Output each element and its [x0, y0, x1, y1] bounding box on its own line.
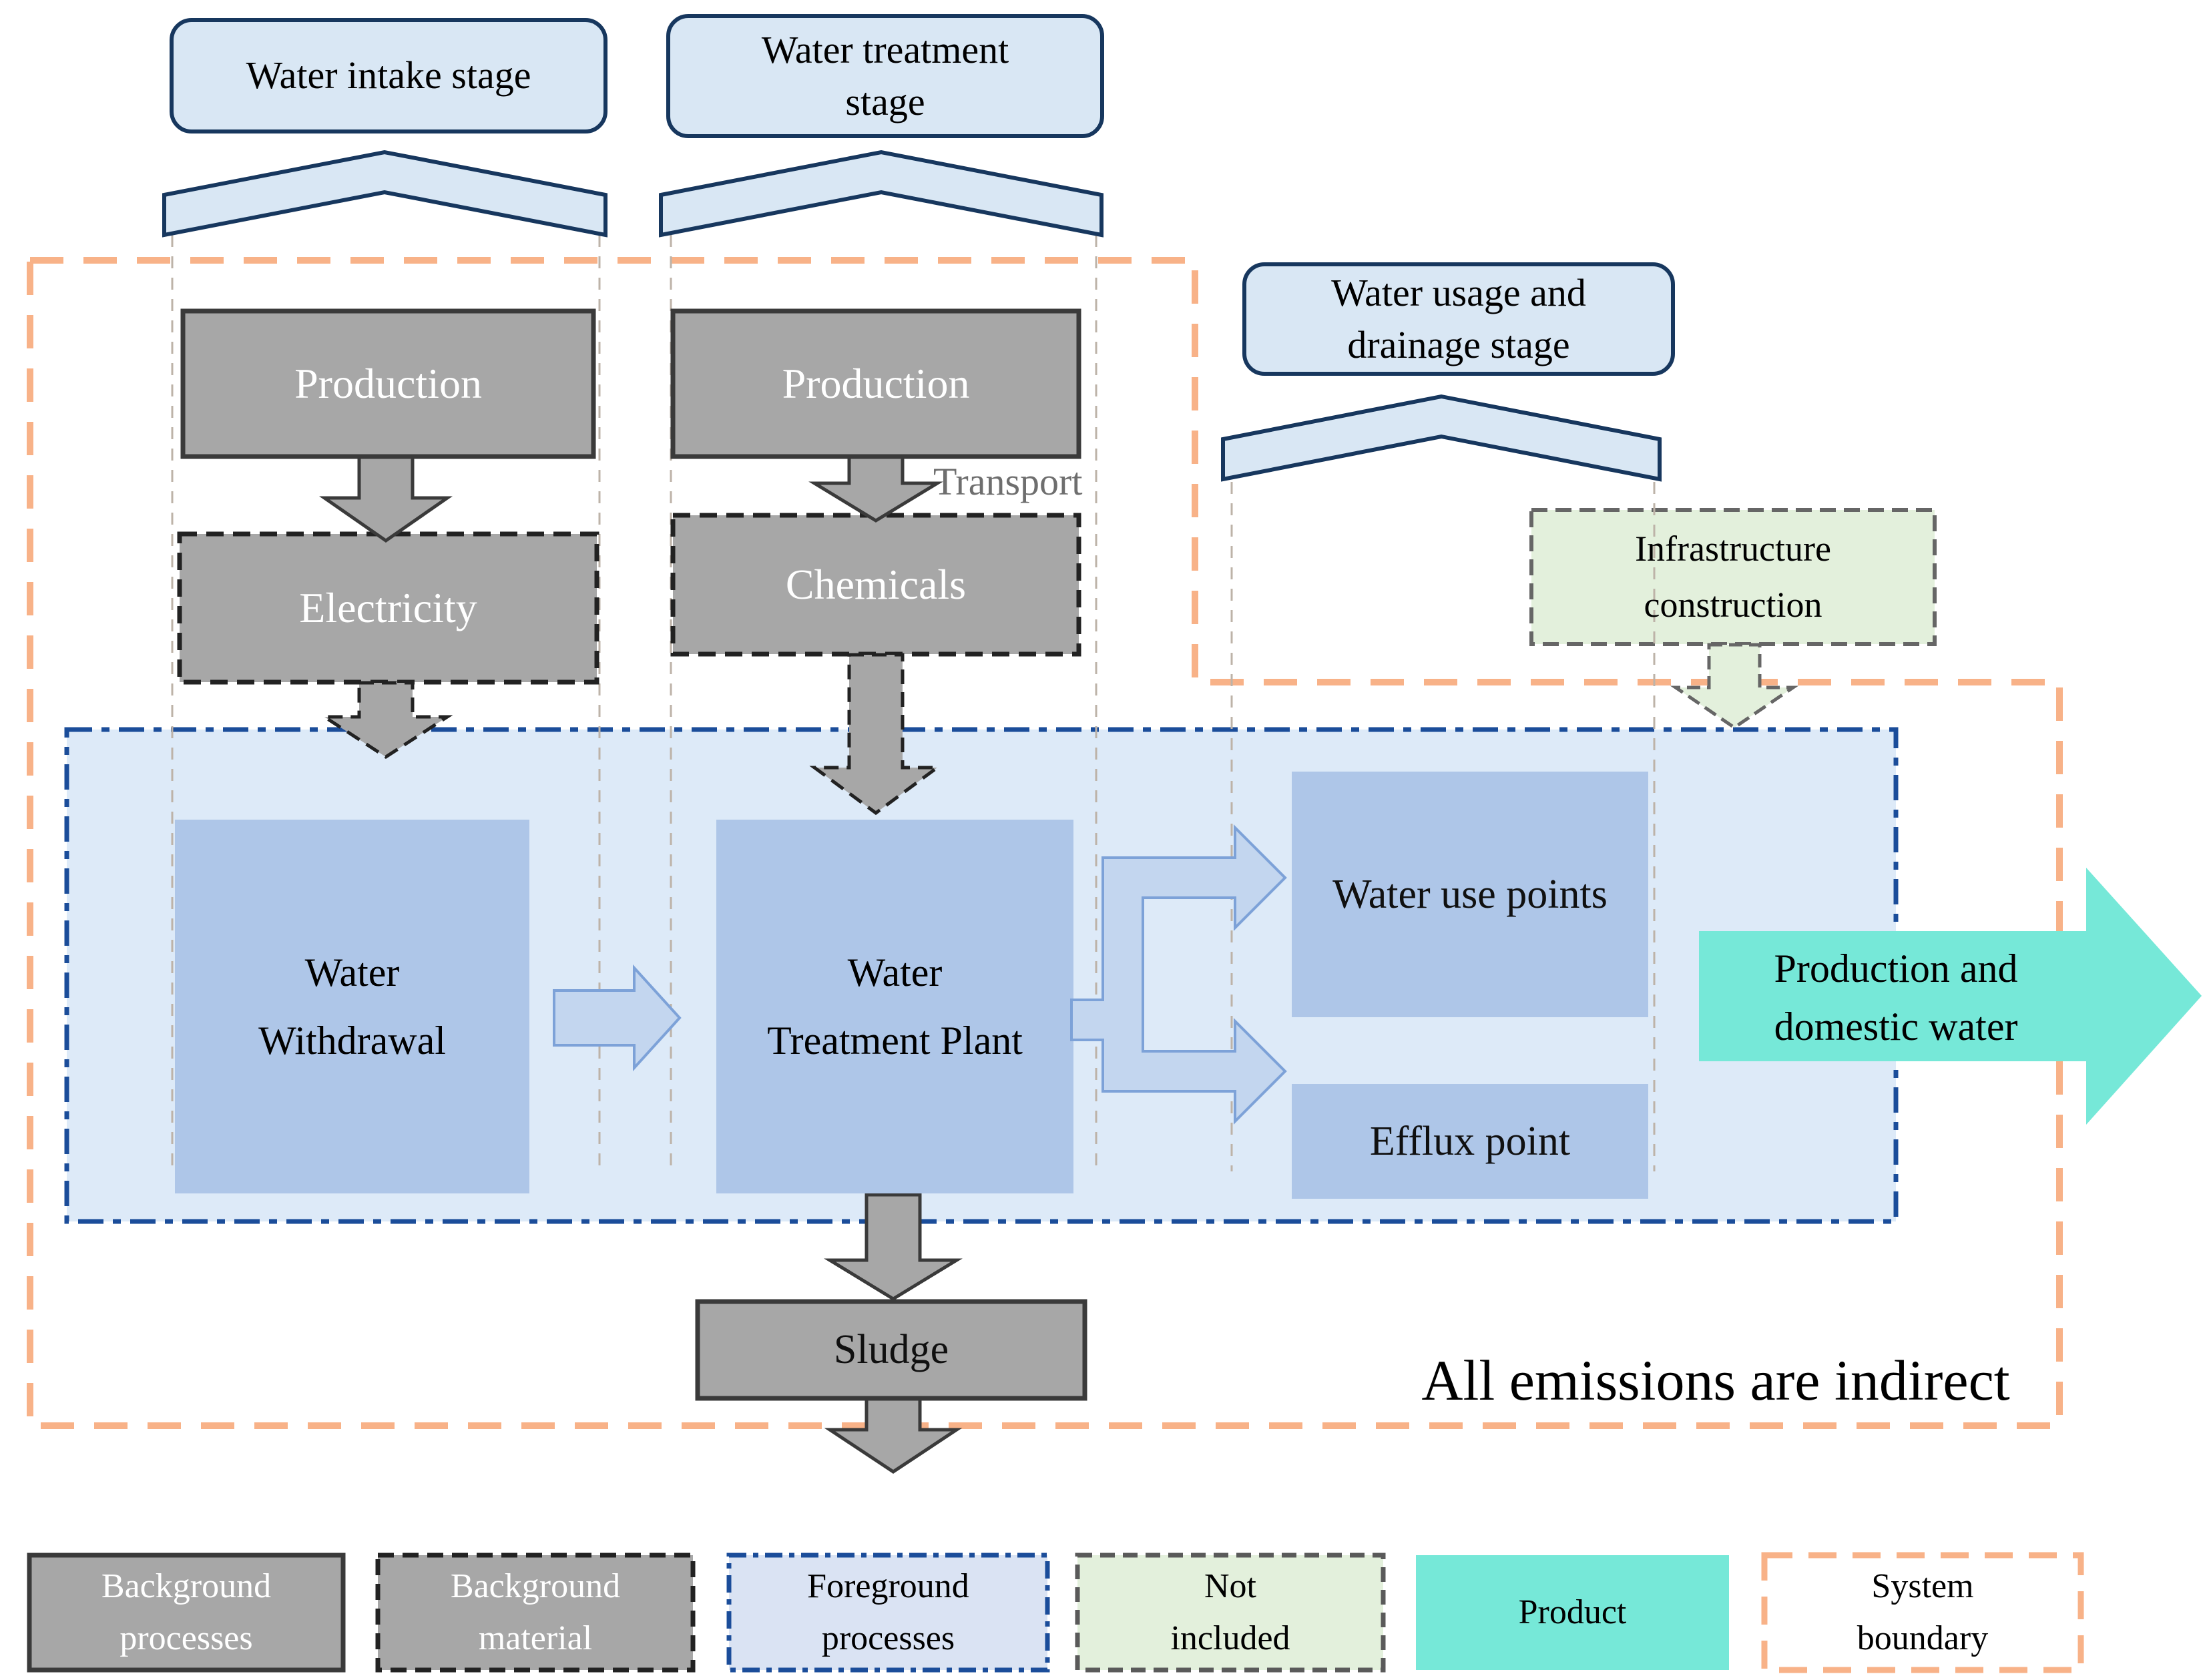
arrow-withdrawal-to-plant-icon [553, 964, 682, 1072]
production-treatment-box [670, 308, 1081, 459]
legend-background-processes-swatch [27, 1553, 346, 1673]
arrow-plant-to-sludge-icon [824, 1193, 963, 1301]
legend-product-swatch [1416, 1555, 1729, 1670]
water-intake-stage-box [170, 18, 607, 133]
legend-background-material-swatch [375, 1553, 696, 1673]
product-arrow-icon [1699, 868, 2202, 1125]
legend-foreground-processes-swatch [726, 1553, 1050, 1673]
water-usage-stage-chevron-icon [1221, 394, 1662, 482]
sludge-box [695, 1299, 1087, 1401]
arrow-production-to-electricity-icon [319, 455, 453, 543]
arrow-plant-fork-icon [1070, 824, 1287, 1125]
electricity-box [177, 531, 599, 685]
water-treatment-stage-chevron-icon [659, 150, 1104, 238]
efflux-point-box [1292, 1084, 1648, 1199]
legend-not-included-swatch [1075, 1553, 1386, 1673]
water-withdrawal-box [175, 820, 529, 1193]
arrow-chemicals-to-plant-icon [809, 653, 943, 816]
water-usage-stage-box [1242, 262, 1675, 376]
arrow-production-to-chemicals-icon [808, 455, 943, 523]
legend-system-boundary-swatch [1761, 1552, 2084, 1673]
water-intake-stage-chevron-icon [162, 150, 607, 238]
water-use-points-box [1292, 772, 1648, 1017]
chemicals-box [670, 513, 1081, 657]
water-treatment-stage-box [666, 14, 1104, 138]
water-treatment-plant-box [716, 820, 1073, 1193]
arrow-sludge-out-icon [824, 1397, 963, 1474]
arrow-electricity-to-foreground-icon [318, 681, 453, 759]
infrastructure-construction-box [1529, 508, 1937, 646]
arrow-infrastructure-to-foreground-icon [1670, 643, 1799, 730]
production-intake-box [180, 308, 596, 459]
